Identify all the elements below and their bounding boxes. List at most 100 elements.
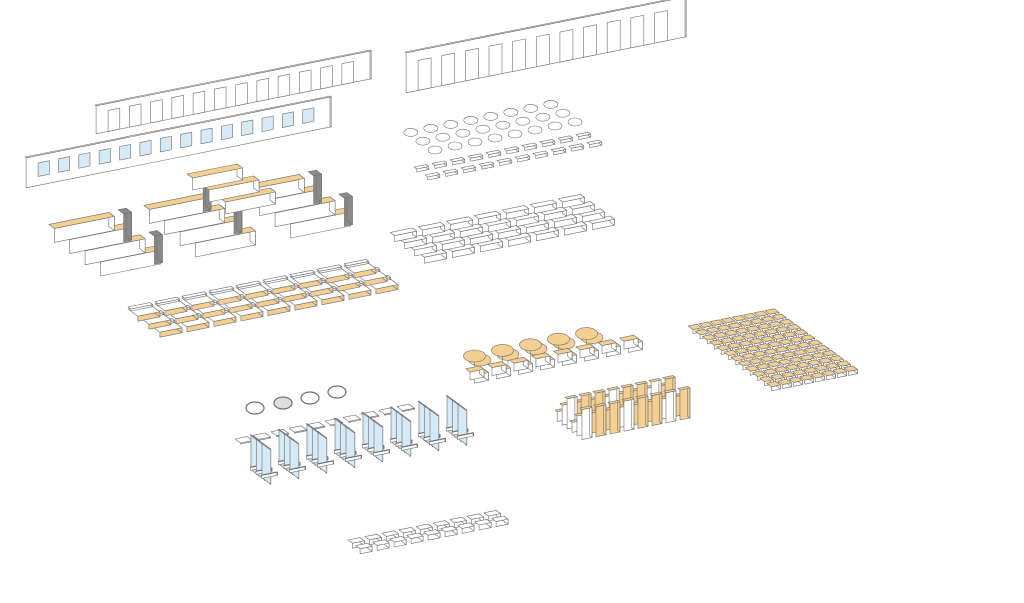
shelf-unit-top bbox=[607, 400, 621, 405]
door-opening bbox=[606, 19, 621, 53]
shelf-unit-side bbox=[645, 394, 649, 427]
chair-seat-top bbox=[770, 353, 786, 360]
partition-base bbox=[400, 443, 418, 451]
fridge bbox=[117, 207, 132, 243]
chair-seat-top bbox=[807, 339, 823, 346]
chair-seat-top bbox=[825, 362, 840, 369]
chair-seat-top bbox=[744, 365, 760, 372]
chair-seat-top bbox=[731, 315, 747, 322]
bed bbox=[181, 291, 215, 311]
chair-seat-top bbox=[796, 361, 811, 368]
ceiling-light bbox=[327, 385, 347, 399]
sofa bbox=[557, 194, 586, 209]
sofa-top bbox=[529, 199, 558, 208]
bathtubs-group bbox=[347, 510, 509, 555]
shelf-unit bbox=[621, 397, 635, 432]
sink-basin bbox=[527, 125, 543, 135]
toilet-top bbox=[586, 139, 603, 145]
wall-panel-top bbox=[404, 0, 672, 54]
chair-seat-top bbox=[814, 344, 830, 351]
chair-seat-top bbox=[738, 340, 753, 347]
window-opening bbox=[98, 148, 111, 165]
partition-base-top bbox=[344, 454, 362, 459]
toilet bbox=[424, 172, 441, 181]
sofa-top bbox=[557, 194, 586, 203]
shelf-unit-top bbox=[579, 405, 593, 410]
chair-seat-top bbox=[777, 378, 792, 385]
sink-basin bbox=[423, 124, 439, 133]
chair-seat-top bbox=[752, 350, 768, 357]
toilet-top bbox=[485, 149, 502, 155]
partition-base bbox=[288, 465, 306, 474]
pillow bbox=[343, 259, 370, 269]
chair-seat-top bbox=[766, 361, 782, 368]
chair-seat-top bbox=[734, 327, 750, 334]
bed bbox=[154, 296, 188, 317]
door-opening bbox=[630, 14, 645, 49]
chair-seat-top bbox=[748, 358, 764, 365]
sink-basin bbox=[463, 116, 479, 125]
bathtub-top bbox=[432, 520, 450, 527]
sofa bbox=[473, 210, 502, 226]
chair-seat-top bbox=[763, 348, 779, 355]
partition-base-top bbox=[260, 471, 278, 476]
chair-seat-top bbox=[777, 358, 793, 365]
toilet bbox=[449, 157, 466, 166]
round-table-top bbox=[575, 327, 598, 340]
chair-seat-top bbox=[745, 325, 761, 332]
sink-basin bbox=[483, 112, 499, 121]
ceiling-light bbox=[245, 401, 265, 415]
chair-seat-top bbox=[760, 315, 776, 322]
sofa bbox=[529, 199, 558, 214]
chair-seat-top bbox=[742, 312, 758, 319]
chair-seat-top bbox=[821, 350, 837, 357]
sofa bbox=[475, 238, 503, 253]
sofa bbox=[455, 223, 483, 238]
shelf-unit-top bbox=[663, 388, 677, 394]
chair-seat-top bbox=[764, 308, 780, 315]
glass-partition-top bbox=[288, 436, 300, 445]
shelf-unit-side bbox=[589, 405, 593, 438]
chair-seat-top bbox=[756, 323, 772, 330]
round-tables-group bbox=[463, 327, 643, 384]
sofa bbox=[445, 216, 474, 231]
sink-basin bbox=[403, 128, 419, 137]
shelf-unit-side bbox=[687, 386, 691, 419]
chair-seat-top bbox=[749, 318, 765, 325]
chair-seat-top bbox=[759, 375, 774, 382]
sofa bbox=[417, 222, 446, 237]
chair-seat-top bbox=[720, 337, 735, 344]
glass-partition-top bbox=[316, 431, 328, 439]
glass-partition-top bbox=[260, 442, 272, 450]
ceiling-panel-top bbox=[288, 425, 307, 433]
chair-seat-top bbox=[818, 357, 833, 364]
sink-basin bbox=[443, 120, 459, 129]
chair-seat-top bbox=[803, 367, 818, 374]
pillow-top bbox=[208, 286, 235, 294]
glass-partitions-group bbox=[249, 395, 474, 485]
side-table bbox=[597, 339, 617, 354]
side-table-top bbox=[509, 356, 529, 364]
ceiling-light bbox=[273, 396, 293, 410]
kitchen-island bbox=[186, 163, 243, 191]
round-table-top bbox=[463, 349, 486, 363]
toilet-top bbox=[449, 157, 466, 163]
fridge bbox=[307, 169, 322, 205]
sofa-top bbox=[501, 205, 530, 214]
window-opening bbox=[302, 107, 315, 124]
pillow bbox=[154, 296, 181, 306]
door-opening bbox=[129, 103, 142, 128]
bathtub bbox=[406, 532, 424, 544]
chair-seat-top bbox=[727, 342, 742, 349]
sofa bbox=[419, 249, 447, 264]
shelf-unit-top bbox=[578, 392, 592, 397]
ceiling-panel bbox=[252, 432, 271, 441]
sofa-top bbox=[445, 216, 474, 225]
shelf-unit-side bbox=[659, 391, 663, 424]
chair-seat-top bbox=[712, 332, 728, 339]
chair-seat-top bbox=[775, 326, 790, 333]
sofa bbox=[567, 201, 595, 216]
toilet bbox=[514, 154, 531, 163]
chair-seat-top bbox=[781, 371, 796, 378]
wall-panel-side bbox=[329, 95, 332, 128]
